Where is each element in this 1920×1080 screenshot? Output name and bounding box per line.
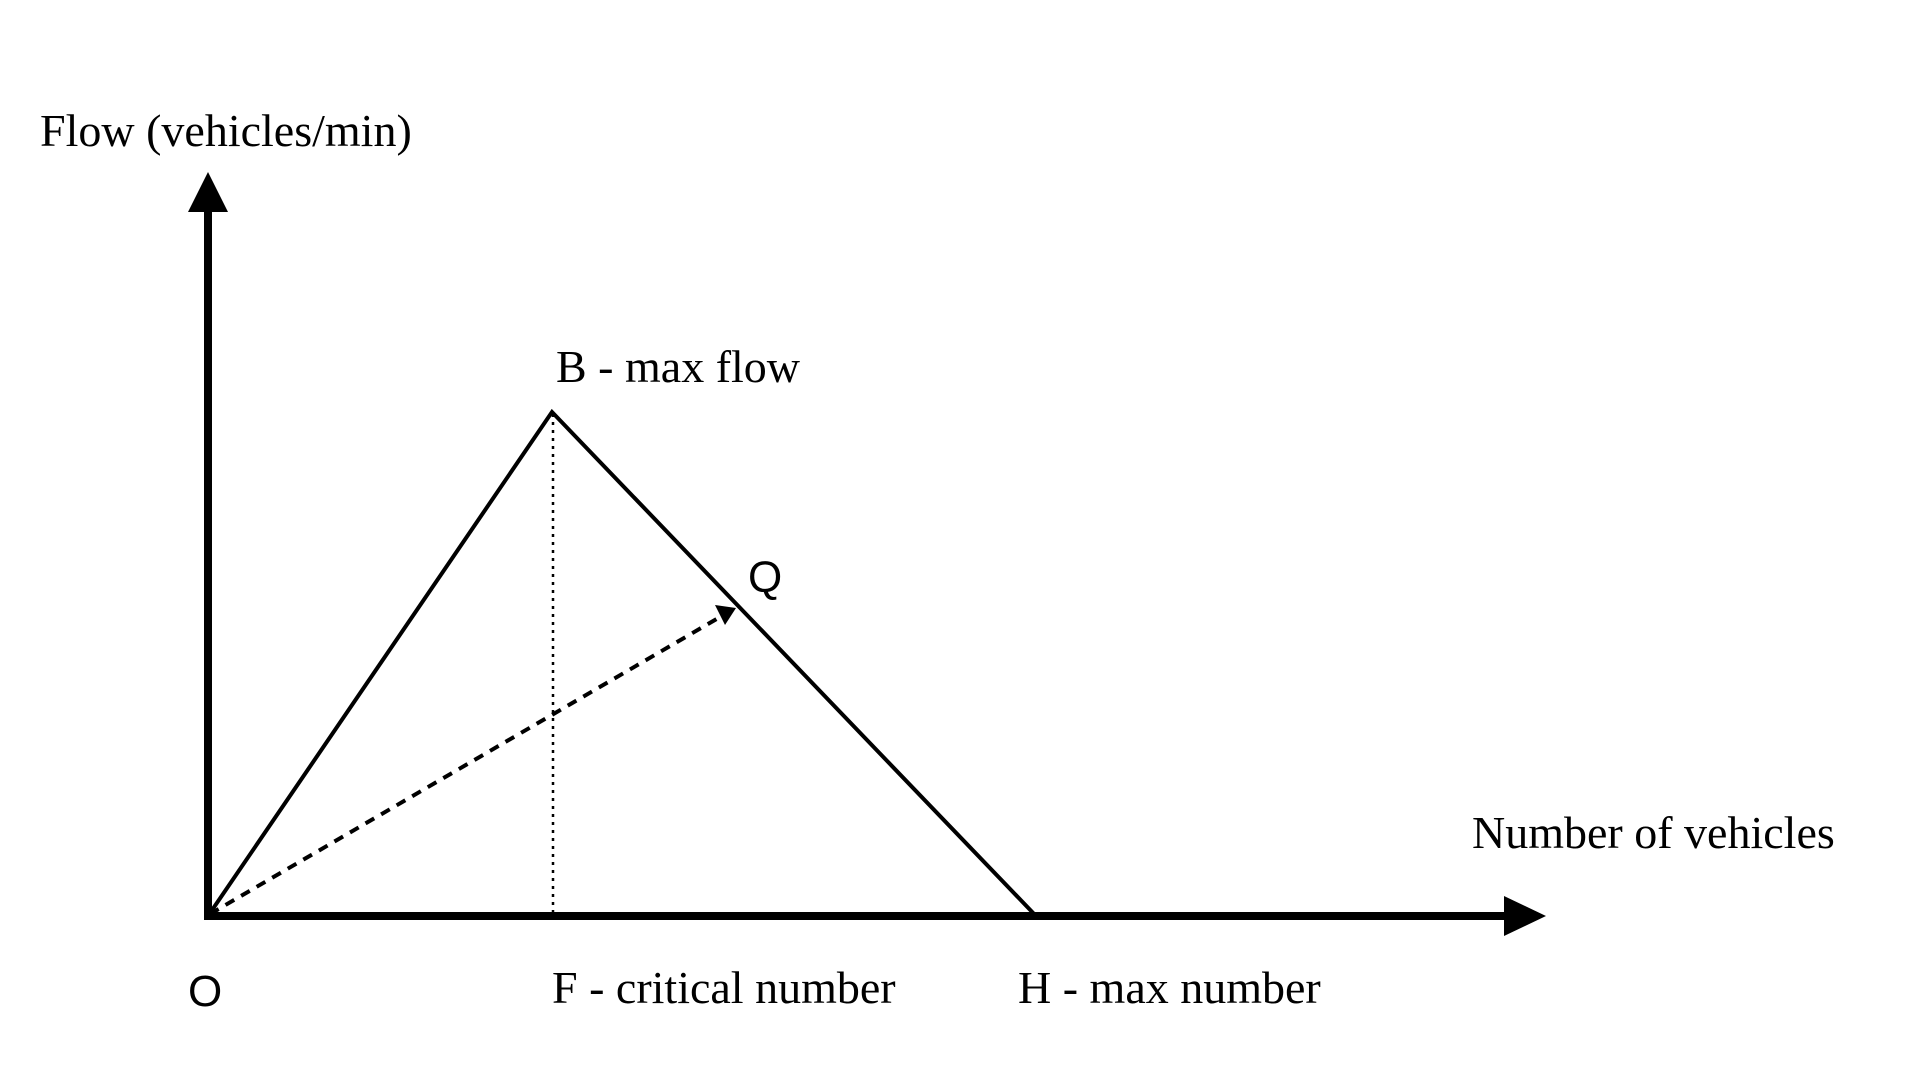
max-number-label: H - max number [1018,962,1321,1013]
origin-to-q-arrow [208,608,734,916]
q-arrowhead [715,605,736,625]
peak-label: B - max flow [556,341,801,392]
flow-curve [206,408,1038,918]
point-q-label: Q [748,553,782,602]
critical-number-label: F - critical number [552,962,896,1013]
origin-label: O [188,967,222,1016]
y-axis-label: Flow (vehicles/min) [40,105,412,156]
x-axis-label: Number of vehicles [1472,807,1835,858]
y-axis-arrowhead [188,172,228,212]
x-axis-arrowhead [1504,896,1546,936]
